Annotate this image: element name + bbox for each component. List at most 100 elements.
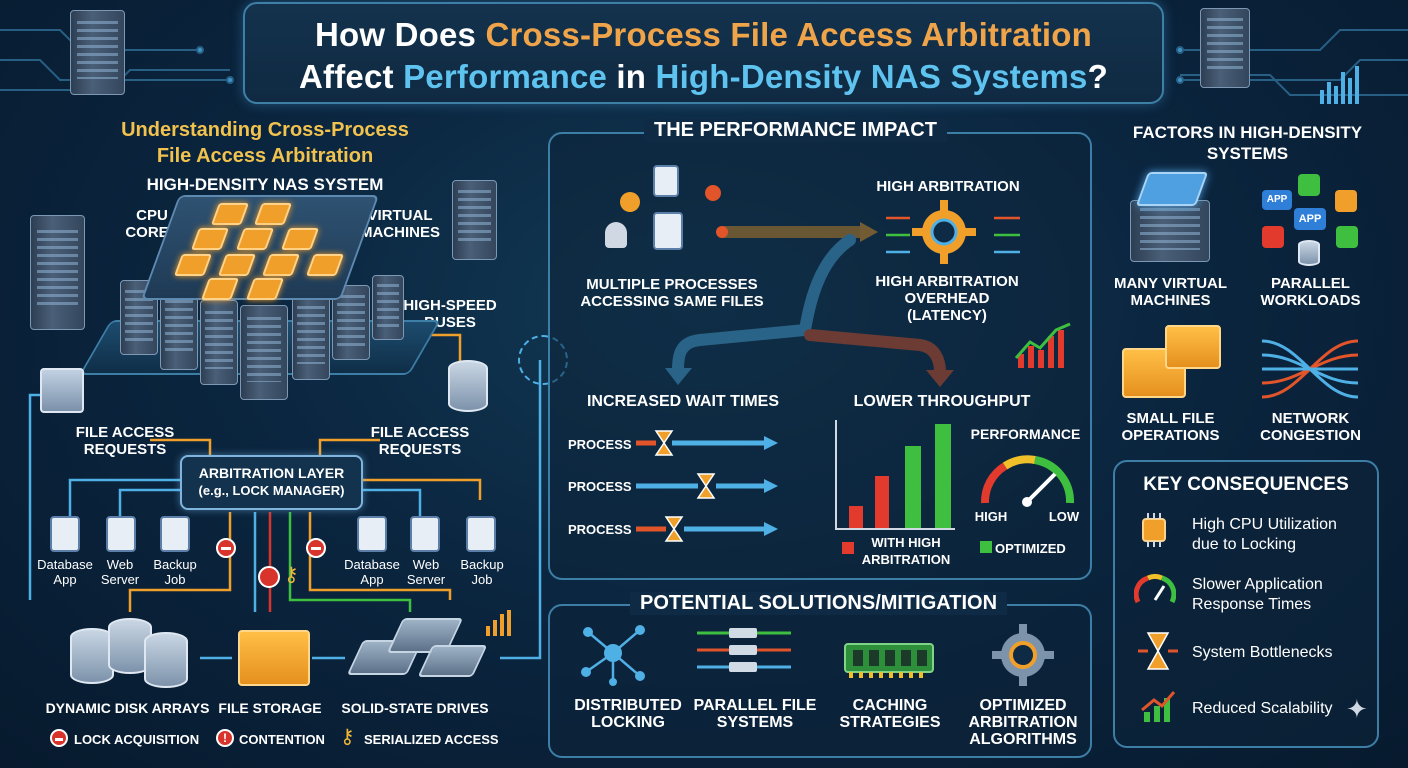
consequence-item: High CPU Utilization due to Locking [1192, 515, 1377, 555]
contention-icon: ! [216, 729, 234, 747]
bus-label: HIGH-SPEED BUSES [395, 297, 505, 331]
growth-chart-icon [1141, 691, 1176, 722]
hourglass-icon [1138, 632, 1178, 670]
arbitration-layer-title: ARBITRATION LAYER [198, 465, 345, 481]
multi-process-label: MULTIPLE PROCESSES ACCESSING SAME FILES [572, 276, 772, 310]
title-line-1: How Does Cross-Process File Access Arbit… [245, 14, 1162, 56]
document-icon [653, 212, 683, 250]
app-label-line: Backup [153, 557, 197, 572]
memory-module-icon [844, 643, 934, 678]
storage-label: DYNAMIC DISK ARRAYS [45, 700, 210, 716]
app-label-line: Job [164, 572, 186, 587]
factor-label-line: CONGESTION [1260, 427, 1361, 444]
database-app-icon [357, 516, 387, 552]
arbitration-gear-icon [912, 200, 976, 264]
title-text: How Does [314, 16, 486, 53]
storage-label: FILE STORAGE [218, 700, 322, 716]
bar-graph-icon [486, 610, 511, 636]
trend-chart-icon [1014, 322, 1071, 368]
no-entry-icon [216, 538, 236, 558]
arbitration-layer-box: ARBITRATION LAYER (e.g., LOCK MANAGER) [180, 455, 363, 510]
throughput-bar [935, 424, 951, 528]
factor-label: NETWORK CONGESTION [1248, 410, 1373, 444]
process-label: PROCESS [568, 437, 632, 452]
overhead-line: OVERHEAD [904, 290, 990, 307]
legend-red-line: WITH HIGH [871, 535, 941, 550]
overhead-line: (LATENCY) [907, 307, 987, 324]
title-highlight: High-Density NAS Systems [655, 58, 1088, 95]
cloud-app-icon [1298, 174, 1320, 196]
consequence-line: System Bottlenecks [1192, 644, 1333, 661]
optimized-gear-icon [992, 624, 1054, 686]
solution-label-line: PARALLEL FILE [693, 697, 817, 714]
database-cylinder-icon [448, 360, 488, 412]
factor-label-line: MACHINES [1130, 292, 1211, 309]
solution-label: CACHING STRATEGIES [815, 697, 965, 731]
app-label-line: App [360, 572, 384, 587]
key-icon: ⚷ [340, 726, 355, 748]
title-text: ? [1087, 58, 1108, 95]
process-bars [636, 430, 778, 542]
consequence-line: Slower Application [1192, 576, 1323, 593]
process-label: PROCESS [568, 522, 632, 537]
legend-label: CONTENTION [239, 732, 325, 747]
performance-impact-title: THE PERFORMANCE IMPACT [644, 119, 947, 142]
solution-label-line: ALGORITHMS [969, 731, 1077, 748]
legend-green-swatch [980, 541, 992, 553]
solution-label-line: ARBITRATION [968, 714, 1078, 731]
storage-label: SOLID-STATE DRIVES [341, 700, 489, 716]
title-highlight: Performance [403, 58, 608, 95]
pin-icon [716, 226, 728, 238]
file-requests-line: REQUESTS [378, 441, 462, 458]
backup-job-icon [466, 516, 496, 552]
high-arbitration-label: HIGH ARBITRATION [876, 178, 1020, 195]
web-server-icon [106, 516, 136, 552]
consequences-panel: KEY CONSEQUENCES [1113, 460, 1379, 748]
title-text: in [607, 58, 656, 95]
consequence-item: Reduced Scalability [1192, 699, 1377, 719]
server-rack-icon [70, 10, 125, 95]
file-requests-line: FILE ACCESS [75, 424, 175, 441]
factor-label: SMALL FILE OPERATIONS [1108, 410, 1233, 444]
solution-label: OPTIMIZED ARBITRATION ALGORITHMS [948, 697, 1098, 748]
app-label-line: Backup [460, 557, 504, 572]
title-highlight: Cross-Process File Access Arbitration [485, 16, 1092, 53]
gauge-low-label: LOW [1048, 509, 1080, 524]
file-requests-left: FILE ACCESS REQUESTS [60, 424, 190, 458]
app-label-line: Job [471, 572, 493, 587]
consequence-line: Reduced Scalability [1192, 700, 1333, 717]
consequence-item: Slower Application Response Times [1192, 575, 1377, 615]
app-tile-icon [1336, 226, 1358, 248]
app-label-line: Database [344, 557, 400, 572]
multi-process-line: ACCESSING SAME FILES [580, 293, 764, 310]
factors-title: FACTORS IN HIGH-DENSITY SYSTEMS [1105, 122, 1390, 164]
title-text: Affect [299, 58, 404, 95]
wait-times-title: INCREASED WAIT TIMES [586, 393, 779, 410]
server-rack-icon [200, 300, 238, 385]
factor-label: PARALLEL WORKLOADS [1248, 275, 1373, 309]
key-icon: ⚷ [284, 564, 299, 586]
solution-label: PARALLEL FILE SYSTEMS [680, 697, 830, 731]
overhead-label: HIGH ARBITRATION OVERHEAD (LATENCY) [852, 273, 1042, 324]
factor-label-line: NETWORK [1271, 410, 1350, 427]
bar-graph-icon [1320, 66, 1359, 104]
consequence-line: Response Times [1192, 596, 1312, 613]
legend-label: LOCK ACQUISITION [74, 732, 200, 747]
process-icon [705, 185, 721, 201]
server-rack-icon [372, 275, 404, 340]
solution-label-line: SYSTEMS [716, 714, 794, 731]
folder-icon [1165, 325, 1221, 369]
factor-label-line: SMALL FILE [1126, 410, 1215, 427]
parallel-streams-icon [697, 628, 791, 672]
network-congestion-icon [1261, 339, 1359, 399]
server-rack-icon [452, 180, 497, 260]
title-line-2: Affect Performance in High-Density NAS S… [245, 56, 1162, 98]
app-label-line: Web [412, 557, 440, 572]
throughput-bar [905, 446, 921, 528]
speedometer-icon [1134, 574, 1176, 604]
solution-label: DISTRIBUTED LOCKING [553, 697, 703, 731]
